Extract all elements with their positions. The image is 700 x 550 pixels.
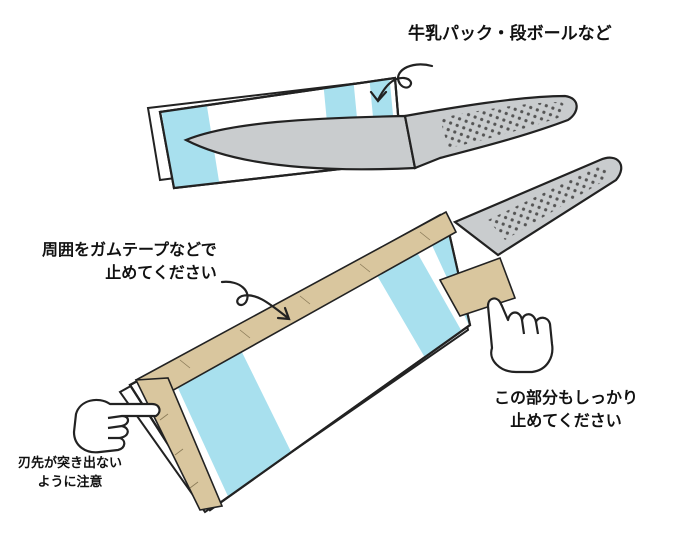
material-label: 牛乳パック・段ボールなど [408,22,612,47]
wrap-instruction-line-1: 周囲をガムテープなどで [42,240,217,259]
material-label-text: 牛乳パック・段ボールなど [408,24,612,44]
wrap-instruction-label: 周囲をガムテープなどで 止めてください [42,238,217,284]
knife-handle-bottom [452,156,623,257]
fasten-part-line-2: 止めてください [510,411,622,431]
blade-caution-line-1: 刃先が突き出ない [18,456,123,471]
fasten-part-label: この部分もしっかり 止めてください [494,386,638,432]
curly-arrow-icon [220,280,291,321]
wrap-instruction-line-2: 止めてください [105,263,217,283]
knife-icon [183,94,578,171]
blade-caution-label: 刃先が突き出ない ように注意 [18,455,122,493]
fasten-part-line-1: この部分もしっかり [494,388,639,407]
blade-caution-line-2: ように注意 [37,474,103,490]
pointing-hand-icon [486,297,554,374]
pointing-hand-icon [72,398,161,454]
curly-arrow-icon [369,63,434,103]
